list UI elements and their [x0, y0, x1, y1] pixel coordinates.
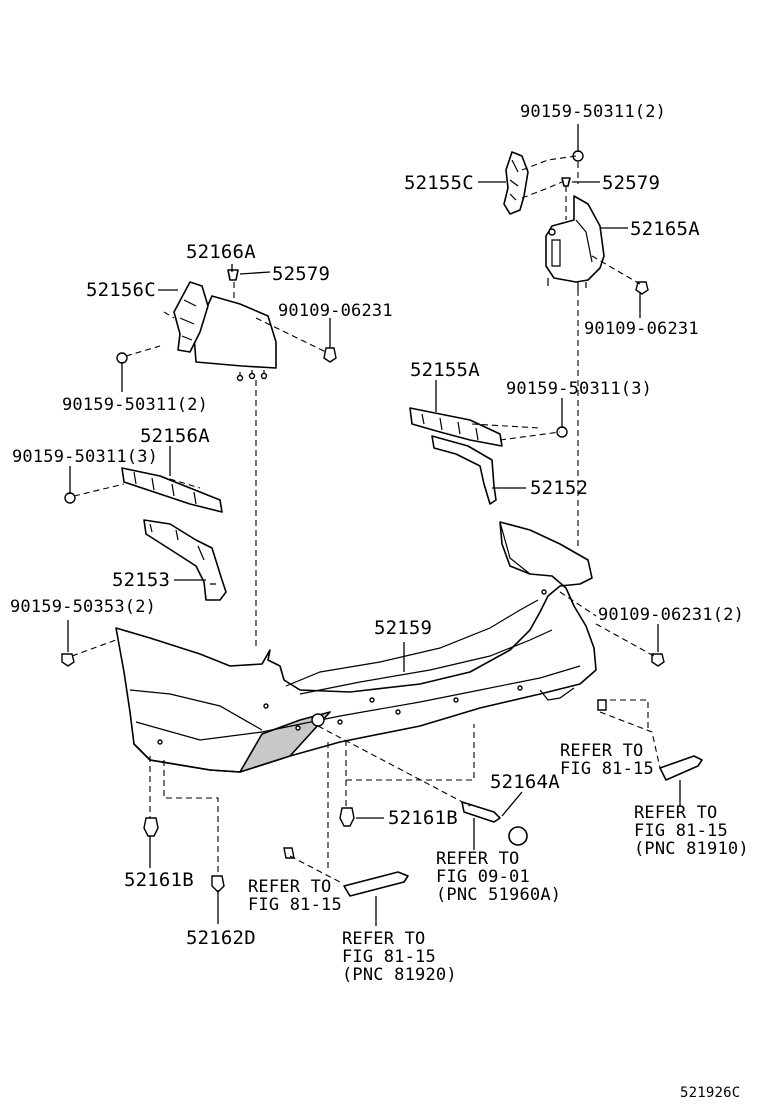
callout-90159-50311-top: 90159-50311(2) — [520, 102, 667, 122]
callout-52159: 52159 — [374, 617, 433, 639]
refer-note-5-line3: (PNC 81920) — [342, 965, 457, 985]
reflector-socket-left — [283, 847, 295, 859]
clip-52579-right — [561, 177, 571, 187]
clip-52579-left — [227, 269, 239, 281]
screw-90159-r3 — [556, 426, 568, 438]
retainer-52155C — [503, 151, 529, 215]
callout-90109-06231-left: 90109-06231 — [278, 301, 393, 321]
extension-52166A — [193, 295, 277, 382]
retainer-52156A — [121, 467, 223, 513]
callout-90159-50311-l3: 90159-50311(3) — [12, 447, 159, 467]
callout-52164A: 52164A — [490, 771, 560, 793]
callout-90109-06231-right: 90109-06231 — [584, 319, 699, 339]
screw-90159-l3 — [64, 492, 76, 504]
callout-52161B-center: 52161B — [388, 807, 458, 829]
refer-note-2-line1: REFER TO — [634, 803, 718, 823]
callout-52165A: 52165A — [630, 218, 700, 240]
callout-90159-50311-left2: 90159-50311(2) — [62, 395, 209, 415]
reflector-right — [659, 755, 703, 781]
clip-52162D — [211, 875, 225, 893]
callout-90159-50311-r3: 90159-50311(3) — [506, 379, 653, 399]
refer-note-5-line2: FIG 81-15 — [342, 947, 436, 967]
callout-52156A: 52156A — [140, 425, 210, 447]
refer-note-3-line3: (PNC 51960A) — [436, 885, 562, 905]
screw-90159-left2 — [116, 352, 128, 364]
callout-52152: 52152 — [530, 477, 589, 499]
refer-note-5-line1: REFER TO — [342, 929, 426, 949]
callout-90109-06231-2: 90109-06231(2) — [598, 605, 745, 625]
callout-52166A: 52166A — [186, 241, 256, 263]
reflector-left — [343, 871, 409, 897]
retainer-52155A — [409, 407, 503, 447]
leader-lines — [67, 124, 681, 926]
clip-52161B-center — [339, 807, 355, 827]
screw-90109-left — [323, 347, 337, 363]
bumper-cover-52159 — [115, 521, 597, 773]
screw-90159-53 — [61, 653, 75, 667]
callout-52155A: 52155A — [410, 359, 480, 381]
extension-52165A — [545, 195, 605, 290]
figure-code: 521926C — [680, 1085, 741, 1101]
callout-52579-left: 52579 — [272, 263, 331, 285]
refer-note-2-line2: FIG 81-15 — [634, 821, 728, 841]
callout-52162D: 52162D — [186, 927, 256, 949]
screw-90109-right — [635, 281, 649, 295]
callout-90159-50353: 90159-50353(2) — [10, 597, 157, 617]
refer-note-3-line2: FIG 09-01 — [436, 867, 530, 887]
refer-note-2-line3: (PNC 81910) — [634, 839, 749, 859]
screw-90109-2 — [651, 653, 665, 667]
reflector-socket-right — [597, 699, 607, 711]
refer-note-1-line1: REFER TO — [560, 741, 644, 761]
callout-52153: 52153 — [112, 569, 171, 591]
callout-52579-right: 52579 — [602, 172, 661, 194]
refer-note-4-line2: FIG 81-15 — [248, 895, 342, 915]
assembly-lines — [71, 155, 661, 883]
refer-note-4-line1: REFER TO — [248, 877, 332, 897]
callout-52155C: 52155C — [404, 172, 474, 194]
refer-note-1-line2: FIG 81-15 — [560, 759, 654, 779]
callout-52161B-left: 52161B — [124, 869, 194, 891]
bracket-52152 — [431, 435, 497, 505]
retainer-52156C — [173, 281, 209, 353]
clip-52161B-left — [143, 817, 159, 837]
refer-note-3-line1: REFER TO — [436, 849, 520, 869]
tow-hook-52164A — [461, 801, 528, 846]
callout-52156C: 52156C — [86, 279, 156, 301]
